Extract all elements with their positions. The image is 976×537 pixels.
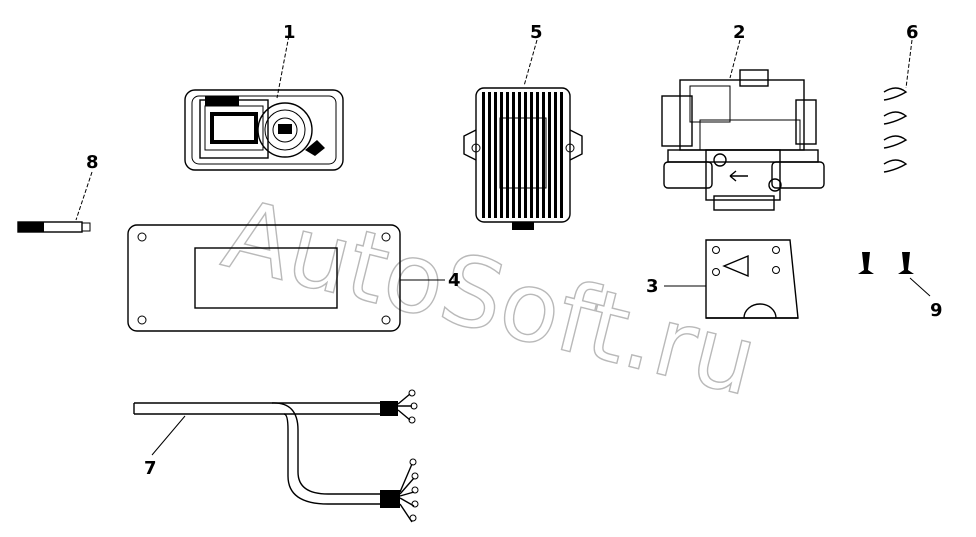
part-6-spring-clips — [883, 39, 913, 173]
cooling-fin — [500, 92, 503, 218]
callout-4: 4 — [448, 270, 461, 291]
part-8-pin — [17, 171, 93, 233]
callout-3: 3 — [646, 276, 659, 297]
cooling-fin — [542, 92, 545, 218]
callout-2: 2 — [733, 22, 746, 43]
callout-7: 7 — [144, 458, 157, 479]
cooling-fin — [530, 92, 533, 218]
cooling-fin — [494, 92, 497, 218]
cooling-fin — [506, 92, 509, 218]
callout-6: 6 — [906, 22, 919, 43]
part-9-screws — [858, 252, 931, 297]
callout-5: 5 — [530, 22, 543, 43]
cooling-fin — [536, 92, 539, 218]
part-5-heater-block — [463, 39, 583, 230]
cooling-fin — [560, 92, 563, 218]
part-4-mounting-frame — [127, 224, 445, 332]
cooling-fin — [548, 92, 551, 218]
part-3-bracket — [664, 239, 799, 319]
callout-8: 8 — [86, 152, 99, 173]
cooling-fin — [512, 92, 515, 218]
cooling-fin — [488, 92, 491, 218]
callout-9: 9 — [930, 300, 943, 321]
part-7-wiring-harness — [133, 389, 419, 523]
callout-1: 1 — [283, 22, 296, 43]
cooling-fin — [524, 92, 527, 218]
part-1-control-panel — [184, 29, 344, 171]
cooling-fin — [554, 92, 557, 218]
cooling-fin — [482, 92, 485, 218]
cooling-fin — [518, 92, 521, 218]
part-2-valve-assembly — [661, 39, 825, 211]
